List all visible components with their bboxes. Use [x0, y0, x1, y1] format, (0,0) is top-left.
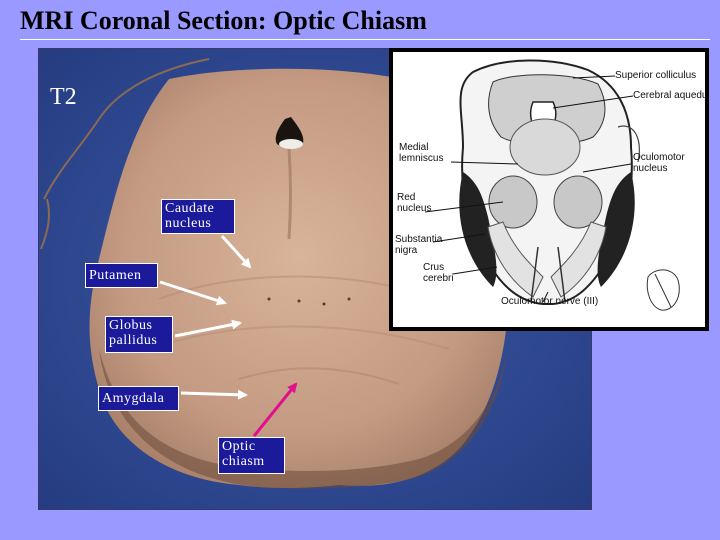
- oculomotor-nucleus-line2: nucleus: [633, 163, 668, 174]
- substantia-nigra-line1: Substantia: [395, 234, 443, 245]
- midbrain-line-drawing: [424, 59, 680, 311]
- putamen-label: Putamen: [85, 263, 158, 288]
- midbrain-diagram-inset: Superior colliculus Cerebral aqueduct Me…: [389, 48, 709, 331]
- oculomotor-nucleus-label: Oculomotor nucleus: [633, 152, 685, 174]
- crus-cerebri-line1: Crus: [423, 262, 445, 273]
- putamen-label-text: Putamen: [89, 268, 142, 283]
- red-nucleus-label: Red nucleus: [397, 192, 431, 214]
- optic-label-line1: Optic: [222, 439, 256, 454]
- amygdala-arrow: [180, 389, 248, 400]
- red-nucleus-line2: nucleus: [397, 203, 432, 214]
- superior-colliculus-label: Superior colliculus: [615, 70, 697, 81]
- caudate-label-line1: Caudate: [165, 201, 215, 216]
- caudate-label-line2: nucleus: [165, 216, 212, 231]
- putamen-arrow: [159, 280, 227, 306]
- caudate-nucleus-label: Caudate nucleus: [161, 199, 235, 234]
- medial-lemniscus-label: Medial lemniscus: [399, 142, 443, 164]
- amygdala-label-text: Amygdala: [102, 391, 165, 406]
- title-underline: [20, 39, 710, 40]
- medial-lemniscus-line1: Medial: [399, 142, 429, 153]
- crus-cerebri-line2: cerebri: [423, 273, 454, 284]
- oculomotor-nerve-label: Oculomotor nerve (III): [501, 296, 599, 307]
- sequence-tag: T2: [50, 84, 77, 110]
- substantia-nigra-line2: nigra: [395, 245, 418, 256]
- caudate-arrow: [220, 234, 252, 269]
- optic-chiasm-arrow: [252, 382, 298, 437]
- globus-pallidus-arrow: [174, 319, 242, 338]
- cerebral-aqueduct-label: Cerebral aqueduct: [633, 90, 709, 101]
- oculomotor-nucleus-line1: Oculomotor: [633, 152, 685, 163]
- substantia-nigra-label: Substantia nigra: [395, 234, 442, 256]
- medial-lemniscus-line2: lemniscus: [399, 153, 444, 164]
- globus-label-line2: pallidus: [109, 333, 158, 348]
- globus-pallidus-label: Globus pallidus: [105, 316, 173, 353]
- optic-label-line2: chiasm: [222, 454, 265, 469]
- optic-chiasm-label: Optic chiasm: [218, 437, 285, 474]
- slide-title: MRI Coronal Section: Optic Chiasm: [20, 6, 427, 35]
- globus-label-line1: Globus: [109, 318, 153, 333]
- red-nucleus-line1: Red: [397, 192, 416, 203]
- crus-cerebri-label: Crus cerebri: [423, 262, 454, 284]
- amygdala-label: Amygdala: [98, 386, 179, 411]
